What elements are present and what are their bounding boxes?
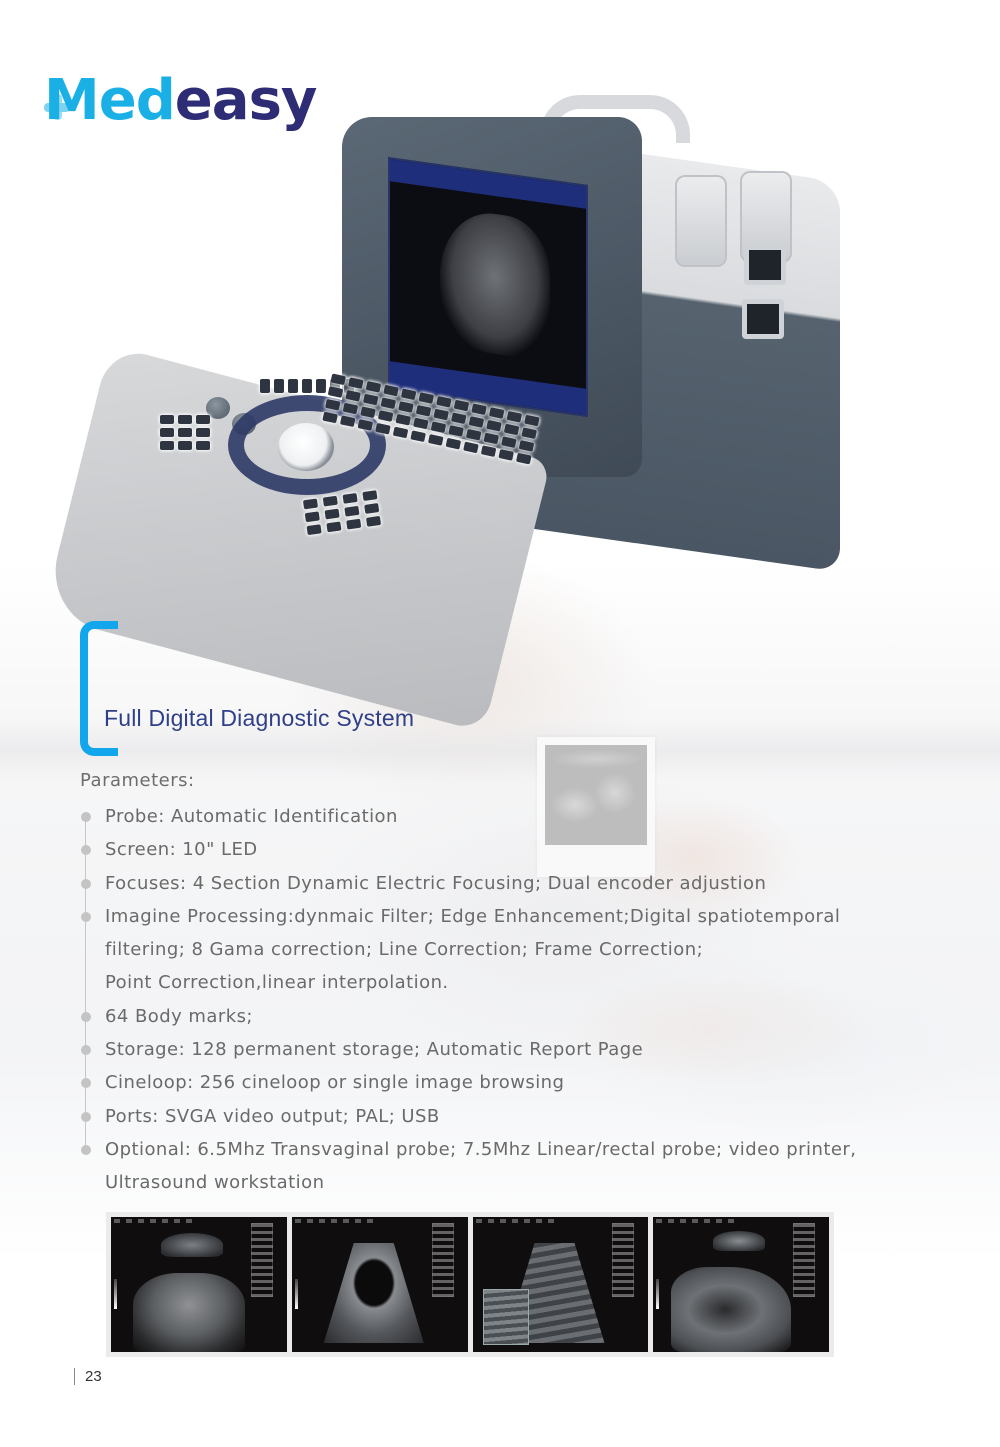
background-photo (0, 560, 1000, 1260)
bullet-dot-icon (81, 1111, 91, 1122)
scan-header-text (475, 1219, 556, 1223)
bullet-dot-icon (81, 1011, 91, 1022)
bullet-dot-icon (81, 1144, 91, 1155)
logo-med: Med (44, 68, 176, 133)
page-number: 23 (85, 1368, 102, 1385)
parameters-label: Parameters: (80, 770, 195, 791)
scan-header-text (656, 1219, 737, 1223)
scan-parameter-menu (793, 1223, 815, 1297)
scan-echo (671, 1267, 792, 1352)
scan-header-text (114, 1219, 194, 1223)
parameter-ports: Ports: SVGA video output; PAL; USB (80, 1100, 960, 1133)
device-screen (388, 156, 588, 418)
logo-easy: easy (174, 68, 318, 133)
section-title: Full Digital Diagnostic System (104, 705, 415, 731)
ultrasound-scan-2 (291, 1217, 468, 1352)
bullet-dot-icon (81, 1078, 91, 1089)
bullet-dot-icon (81, 845, 91, 856)
grayscale-bar (294, 1279, 298, 1309)
heading-bracket (80, 621, 118, 756)
left-keypad (160, 415, 210, 450)
bullet-dot-icon (81, 911, 91, 922)
logo-text: Medeasy (44, 66, 318, 136)
parameter-optional: Optional: 6.5Mhz Transvaginal probe; 7.5… (80, 1133, 960, 1200)
parameter-storage: Storage: 128 permanent storage; Automati… (80, 1033, 960, 1066)
parameters-list: Probe: Automatic Identification Screen: … (80, 800, 960, 1200)
parameter-screen: Screen: 10" LED (80, 833, 960, 866)
page-number-divider (74, 1368, 75, 1385)
parameter-image-processing: Imagine Processing:dynmaic Filter; Edge … (80, 900, 960, 1000)
sample-image-gallery (106, 1212, 834, 1357)
ultrasound-device-image (42, 95, 840, 733)
ultrasound-scan-4 (653, 1217, 829, 1352)
parameter-cineloop: Cineloop: 256 cineloop or single image b… (80, 1066, 960, 1099)
plus-icon (44, 94, 70, 120)
bullet-dot-icon (81, 1045, 91, 1056)
parameter-focuses: Focuses: 4 Section Dynamic Electric Focu… (80, 867, 960, 900)
probe-holder (675, 175, 727, 267)
scan-echo (713, 1231, 766, 1251)
probe-port (742, 299, 784, 339)
scan-header-text (294, 1219, 375, 1223)
sonogram-print-photo (537, 737, 655, 877)
scan-zoom-inset (482, 1289, 529, 1345)
grayscale-bar (114, 1279, 117, 1309)
bullet-dot-icon (81, 878, 91, 889)
background-floor (0, 720, 1000, 780)
parameter-body-marks: 64 Body marks; (80, 1000, 960, 1033)
parameter-probe: Probe: Automatic Identification (80, 800, 960, 833)
screen-scan-image (440, 206, 550, 362)
grayscale-bar (656, 1279, 660, 1309)
bullet-dot-icon (81, 812, 91, 822)
scan-echo (161, 1233, 223, 1257)
scan-echo (133, 1273, 245, 1352)
background-haze (0, 560, 1000, 1260)
bullet-connector-line (85, 817, 86, 1149)
ultrasound-scan-3 (472, 1217, 649, 1352)
scan-echo (323, 1243, 424, 1343)
scan-parameter-menu (612, 1223, 635, 1297)
sonogram-print-image (545, 745, 647, 845)
scan-parameter-menu (431, 1223, 454, 1297)
scan-parameter-menu (250, 1223, 273, 1297)
brand-logo: Medeasy (44, 66, 318, 136)
trackball (278, 423, 334, 471)
ultrasound-scan-1 (111, 1217, 287, 1352)
knob (206, 397, 230, 419)
probe-port (744, 245, 786, 285)
